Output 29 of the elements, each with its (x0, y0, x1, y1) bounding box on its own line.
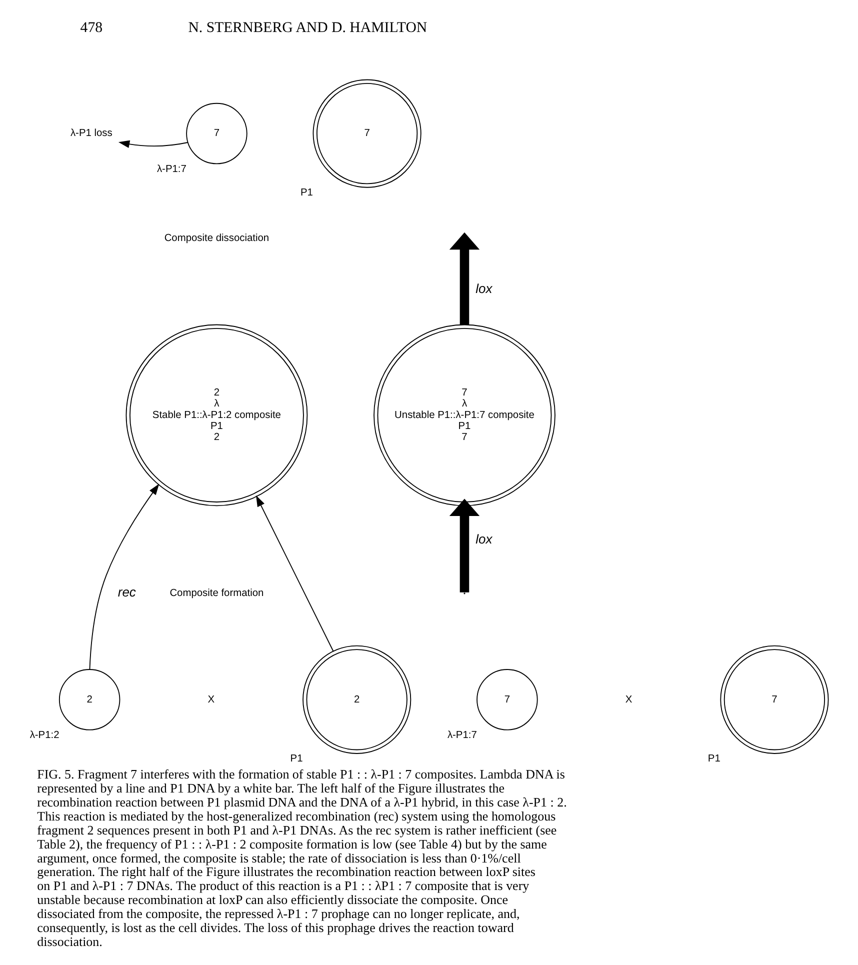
node-circle: 7 λ Unstable P1::λ-P1:7 composite P1 7 (374, 324, 556, 506)
node-circle: 2 (302, 645, 412, 754)
node-circle: 7 (476, 669, 538, 730)
node-circle: 7 (720, 645, 829, 754)
label: Composite formation (170, 588, 264, 599)
label: 478 (80, 20, 103, 36)
node-circle: 7 (186, 102, 248, 164)
label: X (208, 694, 215, 706)
node-text: λ-P1 loss (70, 128, 112, 140)
node-label: P1 (708, 754, 720, 765)
arrow (256, 495, 334, 652)
edge-label: lox (476, 531, 492, 546)
node-circle: 7 (312, 79, 422, 188)
edge-label: lox (476, 280, 492, 296)
caption: FIG. 5. Fragment 7 interferes with the formation of stable P1 : : λ-P1 : 7 composites. Lambda DNA is represented by a line and P1 DNA by a white bar. The left half of the Figure illustrates the recombination reaction between P1 plasmid DNA and the DNA of a λ-P1 hybrid, in this case λ-P1 : 2. This reaction is mediated by the host-generalized recombination (rec) system using the homologous fragment 2 sequences present in both P1 and λ-P1 DNAs. As the rec system is rather inefficient (see Table 2), the frequency of P1 : : λ-P1 : 2 composite formation is low (see Table 4) but by the same argument, once formed, the composite is stable; the rate of dissociation is less than 0·1%/cell generation. The right half of the Figure illustrates the recombination reaction between loxP sites on P1 and λ-P1 : 7 DNAs. The product of this reaction is a P1 : : λP1 : 7 composite that is very unstable because recombination at loxP can also efficiently dissociate the composite. Once dissociated from the composite, the repressed λ-P1 : 7 prophage can no longer replicate, and, consequently, is lost as the cell divides. The loss of this prophage drives the reaction toward dissociation. (37, 766, 567, 949)
label: N. STERNBERG AND D. HAMILTON (188, 20, 428, 36)
node-circle: 2 (58, 669, 120, 730)
arrow (89, 484, 160, 670)
node-label: P1 (290, 754, 303, 765)
arrow (449, 232, 480, 325)
node-label: P1 (300, 188, 313, 199)
label: X (625, 694, 632, 706)
edge-label: rec (118, 584, 136, 600)
node-label: λ-P1:7 (156, 164, 186, 175)
arrow (449, 498, 480, 592)
node-label: λ-P1:2 (30, 730, 60, 741)
label: Composite dissociation (164, 233, 270, 244)
node-label: λ-P1:7 (447, 730, 477, 741)
arrow (118, 140, 188, 148)
